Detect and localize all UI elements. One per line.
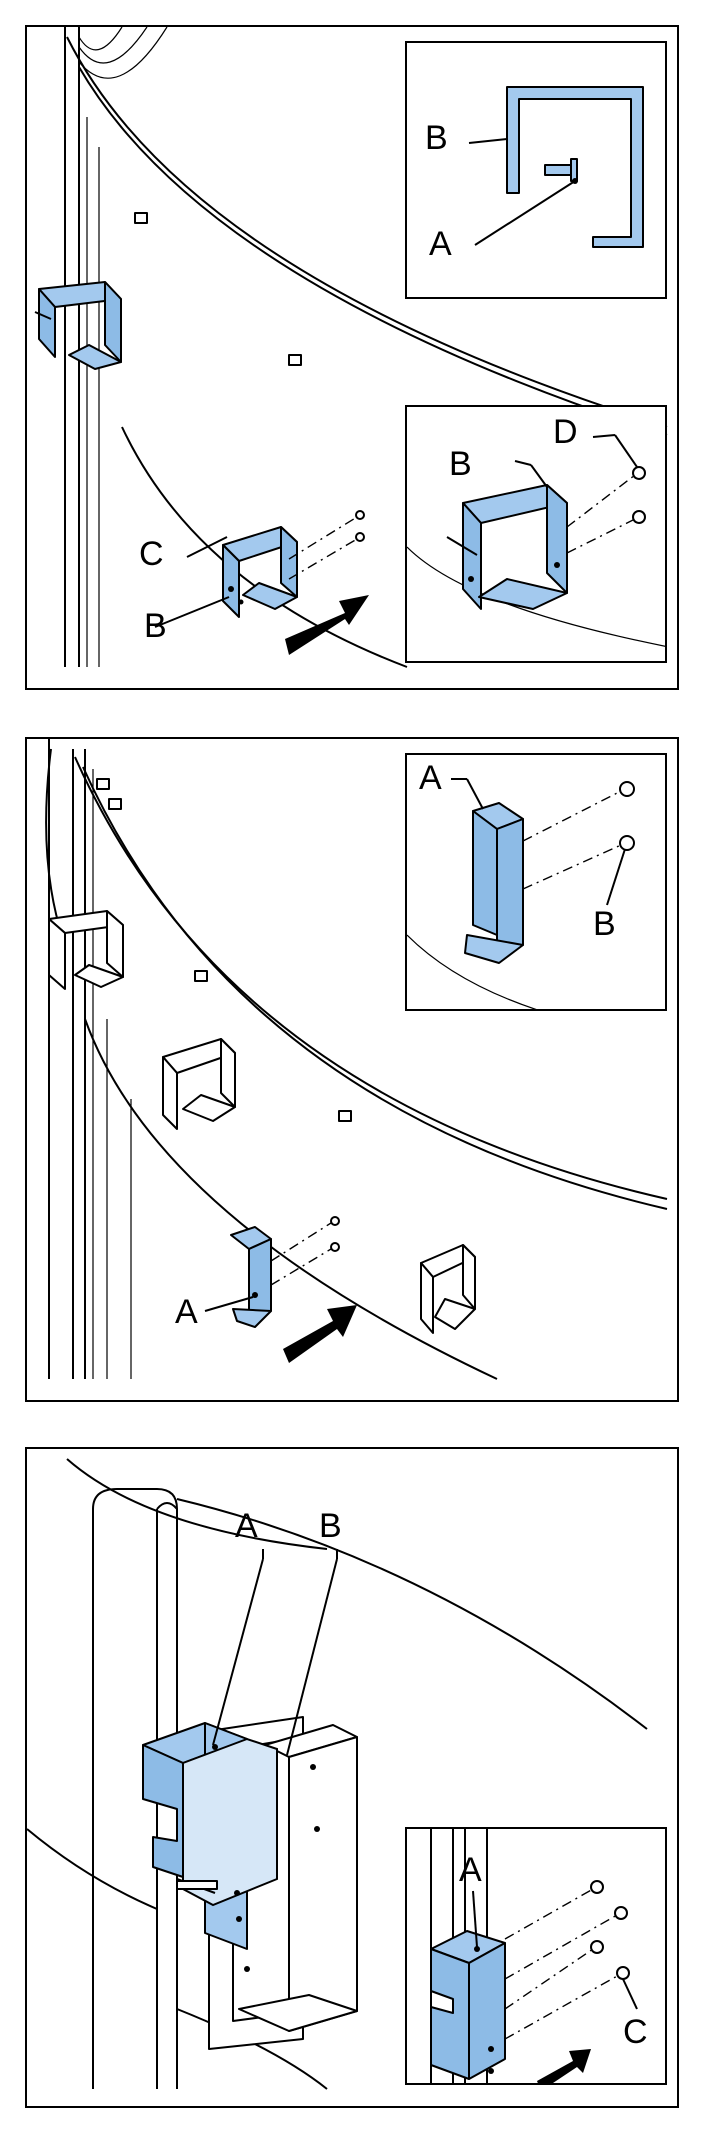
inset-drawing bbox=[407, 778, 635, 1009]
inset-drawing bbox=[430, 1829, 638, 2083]
part-label: B bbox=[449, 445, 472, 483]
inset-drawing bbox=[407, 434, 665, 647]
bracket-icon bbox=[222, 526, 298, 618]
part-label: C bbox=[139, 535, 164, 573]
step-3-panel: A B A C bbox=[25, 1447, 679, 2108]
step-1-panel: C B B A bbox=[25, 25, 679, 690]
arrow-icon bbox=[285, 595, 369, 655]
screw-icon bbox=[355, 510, 365, 542]
bracket-icon bbox=[162, 1038, 236, 1130]
detail-inset: A B bbox=[405, 753, 667, 1011]
part-label: B bbox=[425, 119, 448, 157]
bracket-icon bbox=[420, 1244, 476, 1334]
rail-clip bbox=[288, 354, 302, 366]
part-label: A bbox=[235, 1507, 258, 1545]
part-label: B bbox=[144, 607, 167, 645]
step-1-main-drawing bbox=[34, 26, 668, 668]
part-label: B bbox=[319, 1507, 342, 1545]
screw-icon bbox=[330, 1216, 340, 1252]
bracket-icon bbox=[48, 910, 124, 990]
part-label: B bbox=[593, 905, 616, 943]
rail-clip bbox=[134, 212, 148, 224]
step-2-main-drawing bbox=[45, 739, 668, 1380]
part-label: A bbox=[419, 759, 442, 797]
bracket-icon bbox=[142, 1722, 278, 1950]
part-label: A bbox=[459, 1851, 482, 1889]
step-2-panel: A A B bbox=[25, 737, 679, 1402]
bracket-icon bbox=[34, 281, 122, 370]
detail-inset-bottom: B D bbox=[405, 405, 667, 663]
part-label: A bbox=[429, 225, 452, 263]
part-label: A bbox=[175, 1293, 198, 1331]
bracket-icon bbox=[230, 1226, 272, 1328]
part-label: C bbox=[623, 2013, 648, 2051]
part-label: D bbox=[553, 413, 578, 451]
inset-drawing bbox=[468, 86, 644, 248]
detail-inset: A C bbox=[405, 1827, 667, 2085]
step-3-main-drawing bbox=[26, 1458, 648, 2090]
detail-inset-top: B A bbox=[405, 41, 667, 299]
arrow-icon bbox=[283, 1305, 357, 1363]
